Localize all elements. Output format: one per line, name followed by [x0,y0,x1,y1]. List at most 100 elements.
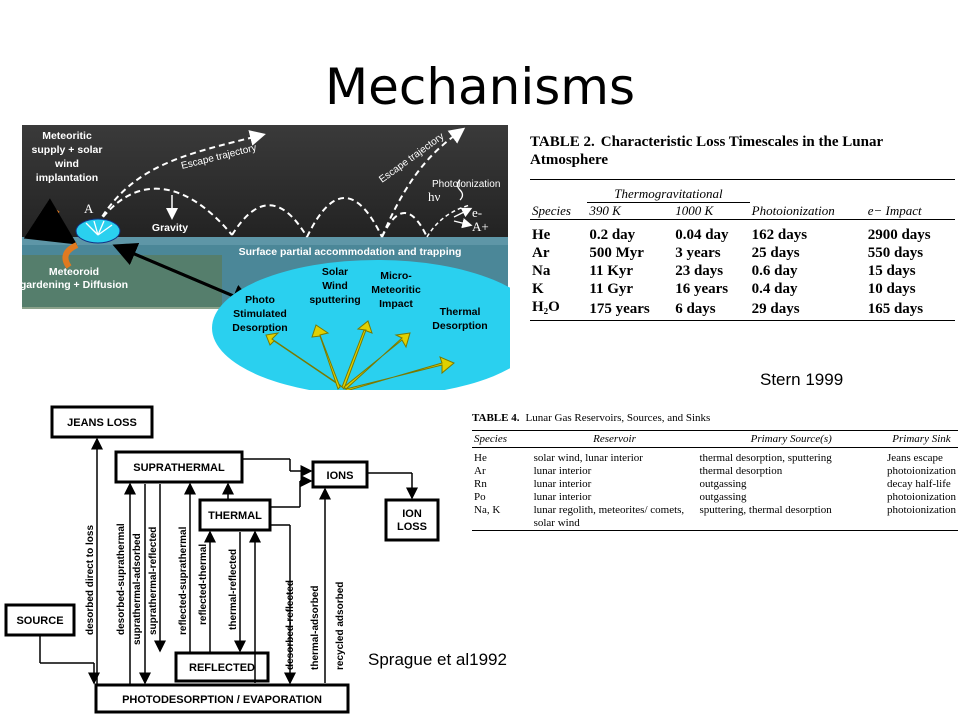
table-cell: 500 Myr [589,245,644,261]
table-cell: lunar interior [533,491,592,503]
supply-arrow-icon [23,198,78,245]
table-cell: 3 years [675,245,721,261]
table-cell: outgassing [699,478,747,490]
table-4-header: Species [474,433,507,445]
table-2-caption: TABLE 2.Characteristic Loss Timescales i… [530,134,883,168]
thermal-label: THERMAL [208,510,262,522]
vertical-label: suprathermal-adsorbed [132,533,143,645]
table-2-header: 390 K [587,202,674,220]
table-cell: K [532,281,544,297]
table-cell: decay half-life [886,478,951,490]
desorption-ellipse [212,260,510,390]
table-cell: thermal desorption [699,465,783,477]
table-cell: 29 days [751,301,800,317]
suprathermal-box [114,450,244,484]
source-box [4,603,76,637]
particle-blob [75,218,121,244]
table-2-header: Species [532,202,571,218]
table-cell: 16 years [675,281,729,297]
table-4-header: Reservoir [593,433,636,445]
ion-loss-box [384,498,440,542]
photodesorption-box [94,683,350,714]
table-cell: sputtering, thermal desorption [699,504,832,516]
table-cell: Po [474,491,486,503]
thermal-box [198,498,272,532]
table-cell: 0.04 day [675,227,729,243]
table-cell: 2900 days [867,227,931,243]
table-cell: He [474,452,487,464]
table-2-group-header: Thermogravitational [614,186,723,201]
hv-label: hν [428,189,441,204]
table-cell: 15 days [867,263,916,279]
table-cell: 23 days [675,263,724,279]
vertical-label: thermal-reflected [228,549,239,630]
aplus-label: A+ [472,219,489,234]
vertical-label: reflected-suprathermal [178,526,189,635]
table-2: TABLE 2.Characteristic Loss Timescales i… [530,133,955,321]
suprathermal-label: SUPRATHERMAL [133,462,225,474]
table-2-header: Photoionization [751,202,835,218]
table-cell: 25 days [751,245,800,261]
table-4-header: Primary Source(s) [750,433,832,445]
table-4-header: Primary Sink [892,433,951,445]
table-cell: solar wind, lunar interior [533,452,643,464]
photodesorption-label: PHOTODESORPTION / EVAPORATION [122,694,322,706]
table-cell: Rn [474,478,487,490]
table-2-header: 1000 K [673,202,750,220]
table-cell: outgassing [699,491,747,503]
e-label: e- [472,205,482,220]
table-cell: thermal desorption, sputtering [699,452,832,464]
table-cell: 175 years [589,301,650,317]
vertical-label: desorbed-reflected [285,580,296,670]
vertical-label: desorbed-suprathermal [116,523,127,635]
table-4-caption: TABLE 4.Lunar Gas Reservoirs, Sources, a… [472,412,711,424]
table-cell: lunar interior [533,478,592,490]
table-cell: 11 Gyr [589,281,634,297]
table-cell: 165 days [867,301,924,317]
table-cell: 550 days [867,245,924,261]
photoionization-label: Photoionization [432,179,500,190]
citation-stern: Stern 1999 [760,370,844,389]
vertical-label: desorbed direct to loss [85,525,96,635]
table-cell: photoionization [886,465,956,477]
table-cell: Na, K [474,504,501,516]
table-cell: 6 days [675,301,716,317]
ions-label: IONS [327,470,354,482]
table-4-label: TABLE 4. [472,412,520,424]
table-cell: Ar [474,465,486,477]
table-4: TABLE 4.Lunar Gas Reservoirs, Sources, a… [472,412,958,531]
table-cell: Na [532,263,551,279]
jeans-loss-label: JEANS LOSS [67,417,137,429]
table-cell: 0.6 day [751,263,798,279]
table-cell: 11 Kyr [589,263,634,279]
a-label: A [84,201,94,216]
table-cell: lunar regolith, meteorites/ comets, sola… [533,504,685,529]
table-2-label: TABLE 2. [530,134,595,150]
citation-sprague: Sprague et al1992 [368,650,507,669]
vertical-label: reflected-thermal [198,544,209,625]
table-cell: photoionization [886,491,956,503]
vertical-label: recycled adsorbed [335,582,346,670]
table-4-grid: Species Reservoir Primary Source(s) Primary… [472,430,958,531]
table-cell: 0.4 day [751,281,798,297]
table-cell: photoionization [886,504,956,516]
reflected-box [174,651,270,683]
vertical-label: suprathermal-reflected [148,527,159,635]
reflected-label: REFLECTED [189,662,255,674]
table-2-header: e− Impact [867,202,922,218]
surface-label: Surface partial accommodation and trappi… [239,246,462,258]
gardening-arrow-icon [62,242,79,269]
ions-box [311,460,369,489]
table-cell: He [532,227,551,243]
gravity-label: Gravity [152,222,188,234]
table-cell: Jeans escape [886,452,943,464]
